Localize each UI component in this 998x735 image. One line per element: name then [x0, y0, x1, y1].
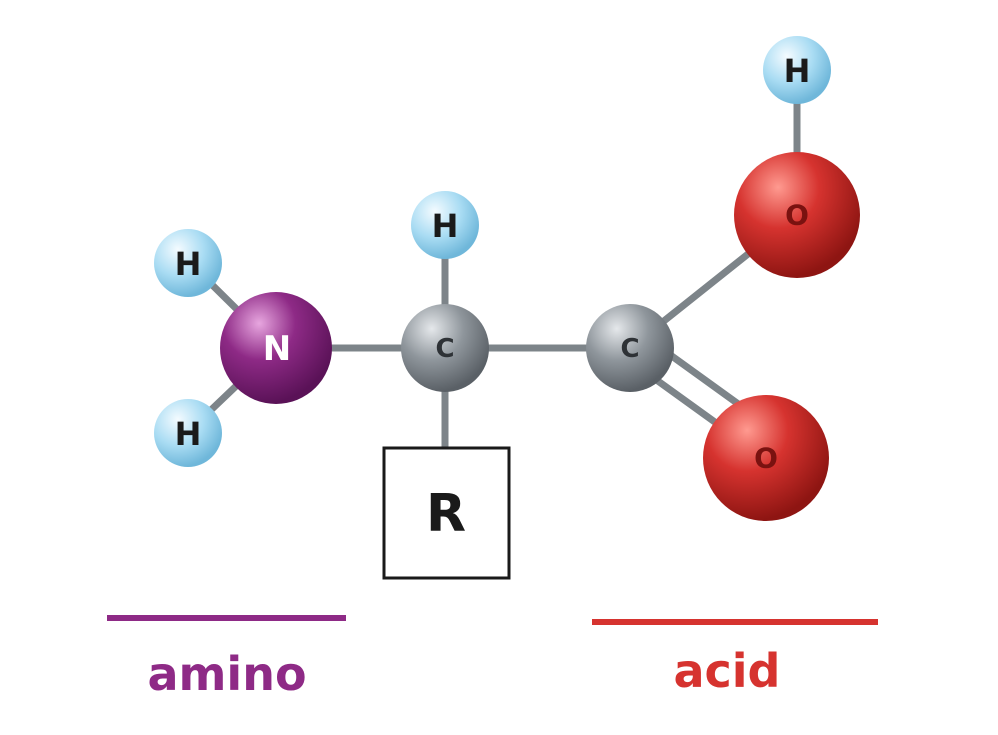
- atom-o-top: O: [734, 152, 860, 278]
- atom-h-upper-left: H: [154, 229, 222, 297]
- atom-h-top-label: H: [432, 207, 459, 245]
- atom-c-carboxyl-label: C: [620, 334, 639, 364]
- atom-h-lower-left: H: [154, 399, 222, 467]
- amino-group-marker: amino: [107, 615, 346, 701]
- atom-o-bottom-label: O: [754, 442, 778, 475]
- acid-group-marker: acid: [592, 619, 878, 698]
- amino-label: amino: [147, 647, 306, 701]
- atom-h-top-right: H: [763, 36, 831, 104]
- atom-h-top-right-label: H: [784, 52, 811, 90]
- atom-n: N: [220, 292, 332, 404]
- atom-o-top-label: O: [785, 199, 809, 232]
- atom-h-top: H: [411, 191, 479, 259]
- acid-label: acid: [673, 644, 780, 698]
- atom-c-alpha: C: [401, 304, 489, 392]
- atom-o-bottom: O: [703, 395, 829, 521]
- r-group-box: [382, 446, 511, 580]
- atom-n-label: N: [263, 329, 291, 369]
- atom-h-upper-left-label: H: [175, 245, 202, 283]
- atom-c-carboxyl: C: [586, 304, 674, 392]
- r-group: R: [382, 446, 511, 580]
- atom-c-alpha-label: C: [435, 334, 454, 364]
- atom-h-lower-left-label: H: [175, 415, 202, 453]
- r-group-label: R: [426, 484, 466, 544]
